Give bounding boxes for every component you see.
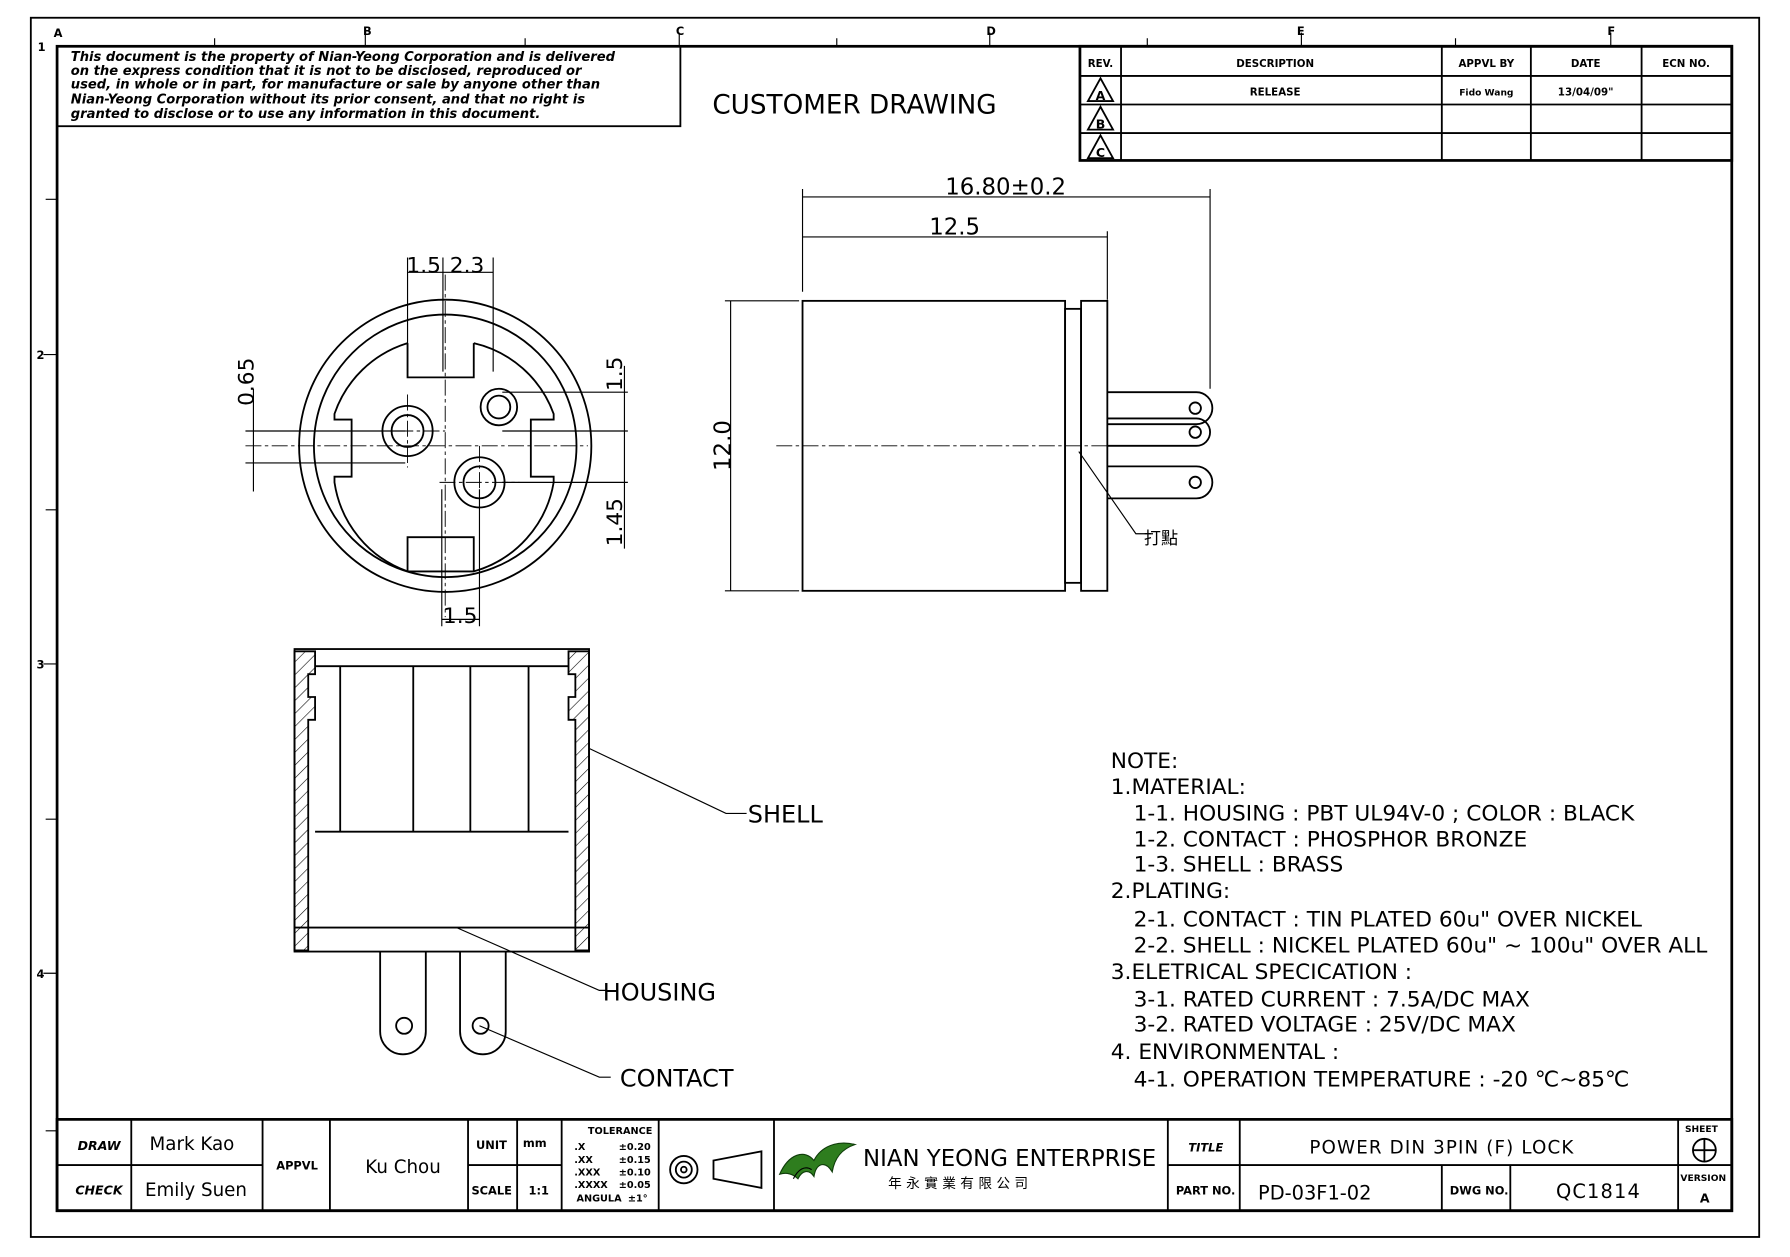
dim-1-5-top: 1.5 <box>406 253 440 278</box>
zone-3: 3 <box>37 657 45 671</box>
tol-key: .XXXX <box>574 1180 608 1191</box>
dim-1-5-bottom: 1.5 <box>443 604 477 629</box>
disclaimer-box: This document is the property of Nian-Ye… <box>56 45 682 128</box>
rev-a-date: 13/04/09" <box>1558 86 1614 98</box>
tolerance-table: TOLERANCE .X ±0.20 .XX ±0.15 .XXX ±0.10 .XX… <box>574 1126 652 1204</box>
ecn-header: ECN NO. <box>1662 58 1710 70</box>
section-view: SHELL HOUSING CONTACT <box>293 648 824 1092</box>
disclaimer-line: Nian-Yeong Corporation without its prior… <box>71 92 585 107</box>
company-name-cn: 年 永 實 業 有 限 公 司 <box>888 1175 1028 1192</box>
part-number: PD-03F1-02 <box>1258 1181 1371 1204</box>
disclaimer-line: used, in whole or in part, for manufactu… <box>71 78 600 93</box>
tol-value: ±0.15 <box>619 1155 651 1166</box>
check-label: CHECK <box>75 1183 123 1198</box>
zone-e: E <box>1297 24 1305 38</box>
drawing-type-title: CUSTOMER DRAWING <box>712 91 996 121</box>
notes: NOTE: 1.MATERIAL: 1-1. HOUSING : PBT UL9… <box>1111 749 1708 1093</box>
part-no-label: PART NO. <box>1176 1184 1236 1198</box>
note-line: 1-2. CONTACT : PHOSPHOR BRONZE <box>1134 828 1528 853</box>
dim-12-5: 12.5 <box>929 215 980 241</box>
note-line: 3.ELETRICAL SPECICATION : <box>1111 960 1412 985</box>
unit-label: UNIT <box>476 1138 507 1152</box>
draw-label: DRAW <box>78 1138 122 1153</box>
description-header: DESCRIPTION <box>1236 58 1314 70</box>
tol-key: .XX <box>574 1155 593 1166</box>
revision-table: REV. DESCRIPTION APPVL BY DATE ECN NO. R… <box>1078 44 1734 162</box>
disclaimer-line: granted to disclose or to use any inform… <box>71 107 541 122</box>
checked-by: Emily Suen <box>145 1180 247 1201</box>
rev-a-description: RELEASE <box>1250 86 1301 98</box>
note-line: 4-1. OPERATION TEMPERATURE : -20 ℃~85℃ <box>1134 1067 1630 1092</box>
appvl-label: APPVL <box>276 1159 318 1173</box>
contact-callout: CONTACT <box>620 1064 734 1092</box>
dim-0-65: 0.65 <box>234 358 259 406</box>
title-label: TITLE <box>1188 1140 1223 1154</box>
zone-c: C <box>676 24 684 38</box>
rev-b: B <box>1096 116 1106 131</box>
zone-f: F <box>1607 24 1615 38</box>
note-line: 1-3. SHELL : BRASS <box>1134 853 1344 878</box>
zone-2: 2 <box>37 348 45 362</box>
unit-value: mm <box>523 1136 547 1150</box>
version-label: VERSION <box>1680 1174 1726 1184</box>
note-line: NOTE: <box>1111 749 1179 774</box>
front-view: 1.5 2.3 0.65 1.5 1.45 1.5 <box>234 253 628 628</box>
company-logo-icon <box>778 1142 858 1180</box>
note-line: 2-2. SHELL : NICKEL PLATED 60u" ~ 100u" … <box>1134 934 1708 959</box>
side-view: 16.80±0.2 12.5 12.0 打點 <box>711 175 1214 592</box>
note-line: 1-1. HOUSING : PBT UL94V-0 ; COLOR : BLA… <box>1134 801 1635 826</box>
rev-header: REV. <box>1088 58 1113 70</box>
housing-callout: HOUSING <box>603 979 716 1007</box>
tol-key: ANGULA <box>576 1194 622 1205</box>
version-value: A <box>1700 1191 1710 1206</box>
date-header: DATE <box>1571 58 1601 70</box>
approved-by: Ku Chou <box>365 1157 440 1178</box>
drawing-number: QC1814 <box>1556 1180 1641 1203</box>
disclaimer-line: on the express condition that it is not … <box>71 64 583 79</box>
scale-value: 1:1 <box>529 1184 549 1198</box>
note-line: 4. ENVIRONMENTAL : <box>1111 1040 1339 1065</box>
projection-symbol-icon <box>669 1150 763 1189</box>
sheet-symbol-icon <box>1692 1137 1717 1163</box>
tol-value: ±1° <box>628 1194 648 1205</box>
mark-point-label: 打點 <box>1144 529 1178 549</box>
rev-c: C <box>1096 145 1105 160</box>
rev-a: A <box>1096 88 1106 103</box>
zone-b: B <box>363 24 372 38</box>
tol-key: .X <box>574 1142 586 1153</box>
zone-4: 4 <box>37 967 45 981</box>
tol-value: ±0.20 <box>619 1142 651 1153</box>
zone-d: D <box>986 24 995 38</box>
dim-2-3: 2.3 <box>450 253 484 278</box>
dim-12-0: 12.0 <box>711 420 737 471</box>
drawing-title: POWER DIN 3PIN (F) LOCK <box>1309 1138 1574 1159</box>
zone-1: 1 <box>38 40 46 54</box>
revision-triangle-icon <box>1086 76 1115 160</box>
note-line: 2.PLATING: <box>1111 879 1230 904</box>
note-line: 3-2. RATED VOLTAGE : 25V/DC MAX <box>1134 1012 1516 1037</box>
note-line: 2-1. CONTACT : TIN PLATED 60u" OVER NICK… <box>1134 907 1642 932</box>
outer-border <box>29 16 1761 1238</box>
scale-label: SCALE <box>471 1184 511 1198</box>
title-block: DRAW CHECK APPVL UNIT mm SCALE 1:1 TITLE… <box>55 1118 1734 1213</box>
dim-1-45: 1.45 <box>603 498 628 546</box>
sheet-label: SHEET <box>1685 1125 1719 1135</box>
zone-ruler: A B C D E F 1 2 3 4 <box>37 24 1615 1132</box>
tol-key: .XXX <box>574 1167 601 1178</box>
rev-a-approved-by: Fido Wang <box>1459 88 1513 98</box>
note-line: 3-1. RATED CURRENT : 7.5A/DC MAX <box>1134 987 1530 1012</box>
drawn-by: Mark Kao <box>150 1134 235 1155</box>
tol-value: ±0.10 <box>619 1167 651 1178</box>
shell-callout: SHELL <box>748 801 824 829</box>
disclaimer-line: This document is the property of Nian-Ye… <box>71 50 616 65</box>
approved-by-header: APPVL BY <box>1458 58 1514 70</box>
company-name: NIAN YEONG ENTERPRISE <box>863 1146 1156 1172</box>
dwg-no-label: DWG NO. <box>1450 1184 1509 1198</box>
dim-1-5-right: 1.5 <box>603 357 628 392</box>
note-line: 1.MATERIAL: <box>1111 775 1246 800</box>
dim-16-80: 16.80±0.2 <box>945 175 1066 201</box>
zone-a: A <box>54 26 63 40</box>
tolerance-label: TOLERANCE <box>588 1126 652 1137</box>
tol-value: ±0.05 <box>619 1180 651 1191</box>
